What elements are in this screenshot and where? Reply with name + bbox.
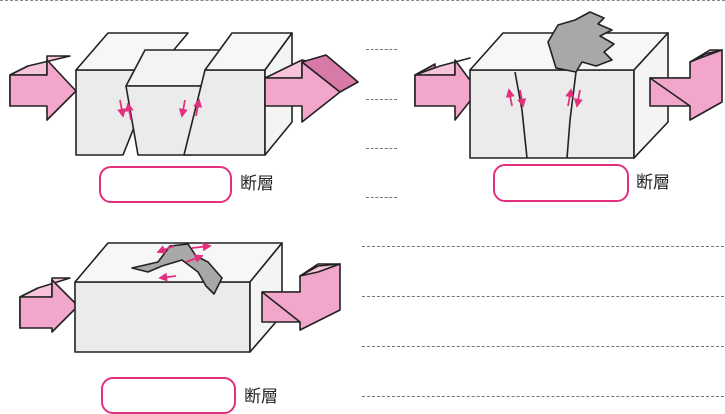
- reverse-fault-diagram: [414, 11, 723, 159]
- strike-slip-fault-diagram: [19, 242, 341, 353]
- short-answer-line-2[interactable]: [366, 99, 397, 100]
- reverse-fault-planes: [514, 71, 577, 159]
- reverse-fault-answer-box[interactable]: [493, 164, 629, 202]
- normal-fault-diagram: [9, 32, 359, 156]
- long-answer-line-2[interactable]: [362, 296, 724, 297]
- reverse-fault-motion-arrows: [505, 88, 583, 108]
- short-answer-line-4[interactable]: [366, 197, 397, 198]
- strike-slip-motion-arrows: [156, 242, 212, 282]
- middle-block: [125, 49, 221, 156]
- left-shear-arrow: [19, 277, 79, 333]
- long-answer-line-3[interactable]: [362, 346, 724, 347]
- strike-slip-fault-answer-box[interactable]: [101, 377, 236, 414]
- top-border-line: [0, 0, 725, 1]
- reverse-fault-label: 断層: [636, 173, 670, 193]
- left-pull-arrow: [9, 55, 77, 121]
- short-answer-line-1[interactable]: [366, 49, 397, 50]
- left-push-arrow: [414, 57, 479, 121]
- short-answer-line-3[interactable]: [366, 148, 397, 149]
- right-push-arrow: [649, 49, 723, 121]
- right-shear-arrow: [261, 263, 341, 331]
- long-answer-line-4[interactable]: [362, 396, 724, 397]
- normal-fault-motion-arrows: [117, 98, 203, 121]
- long-answer-line-1[interactable]: [362, 246, 724, 247]
- normal-fault-label: 断層: [240, 174, 274, 194]
- normal-fault-answer-box[interactable]: [99, 166, 232, 203]
- rupture-surface: [547, 11, 615, 73]
- strike-slip-fault-label: 断層: [244, 387, 278, 407]
- right-pull-arrow: [264, 54, 359, 123]
